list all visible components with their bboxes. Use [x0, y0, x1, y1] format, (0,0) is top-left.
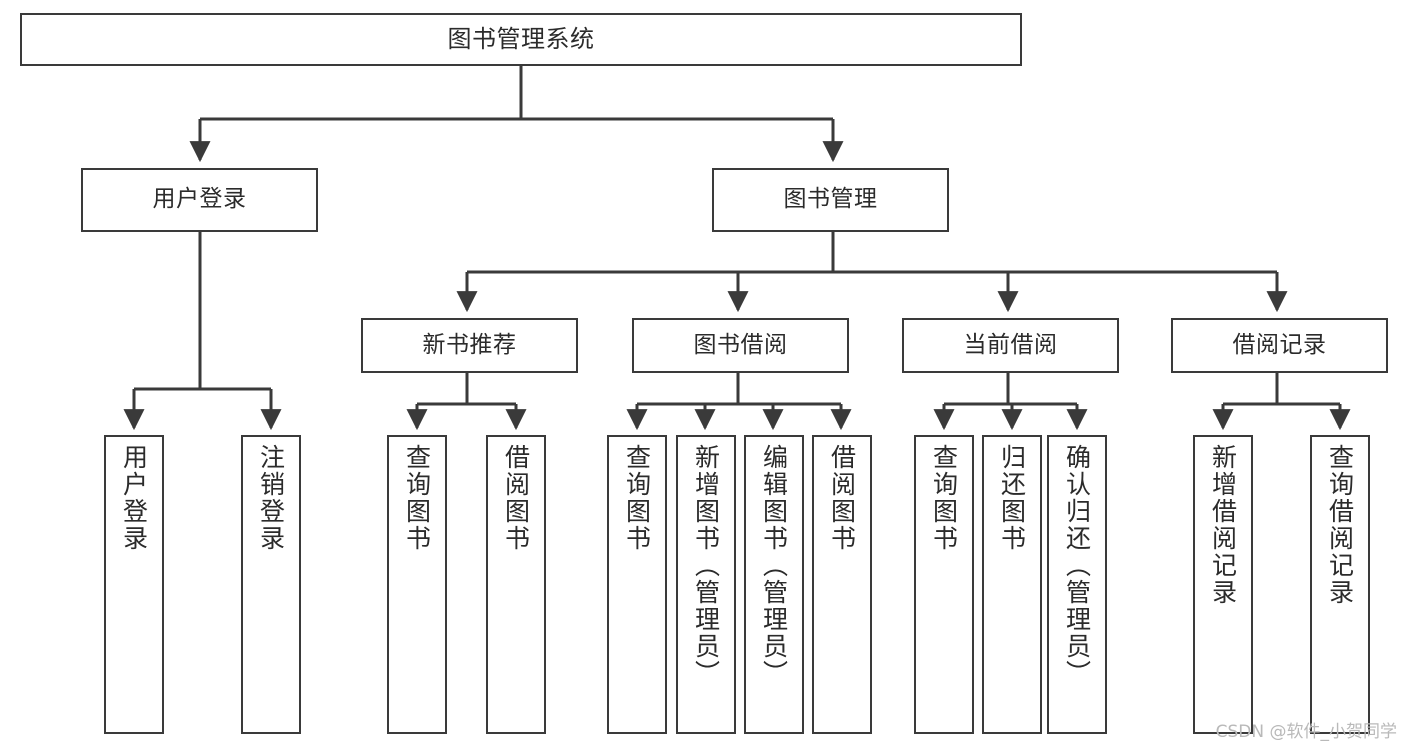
- node-borrow-record[interactable]: 借阅记录: [1171, 318, 1388, 373]
- leaf-user-login-logout[interactable]: 注销登录: [241, 435, 301, 734]
- node-label: 编辑图书（管理员）: [759, 444, 789, 687]
- csdn-watermark: CSDN @软件_小贺同学: [1215, 722, 1397, 742]
- leaf-book-borrow-borrow-book[interactable]: 借阅图书: [812, 435, 872, 734]
- node-label: 注销登录: [256, 444, 286, 552]
- node-label: 图书借阅: [693, 331, 788, 358]
- node-label: 新书推荐: [422, 331, 517, 358]
- leaf-current-borrow-confirm-return-admin[interactable]: 确认归还（管理员）: [1047, 435, 1107, 734]
- leaf-current-borrow-return-book[interactable]: 归还图书: [982, 435, 1042, 734]
- leaf-book-borrow-edit-book-admin[interactable]: 编辑图书（管理员）: [744, 435, 804, 734]
- node-new-book-recommend[interactable]: 新书推荐: [361, 318, 578, 373]
- leaf-current-borrow-query-book[interactable]: 查询图书: [914, 435, 974, 734]
- node-label: 用户登录: [152, 186, 247, 213]
- node-label: 查询图书: [929, 444, 959, 552]
- node-label: 借阅图书: [501, 444, 531, 552]
- node-label: 图书管理: [783, 186, 878, 213]
- leaf-user-login-login[interactable]: 用户登录: [104, 435, 164, 734]
- leaf-book-borrow-add-book-admin[interactable]: 新增图书（管理员）: [676, 435, 736, 734]
- node-label: 新增图书（管理员）: [691, 444, 721, 687]
- leaf-borrow-record-add-record[interactable]: 新增借阅记录: [1193, 435, 1253, 734]
- leaf-book-borrow-query-book[interactable]: 查询图书: [607, 435, 667, 734]
- node-label: 归还图书: [997, 444, 1027, 552]
- leaf-new-book-query-book[interactable]: 查询图书: [387, 435, 447, 734]
- node-label: 查询借阅记录: [1325, 444, 1355, 606]
- node-label: 查询图书: [402, 444, 432, 552]
- node-book-management[interactable]: 图书管理: [712, 168, 949, 232]
- node-user-login[interactable]: 用户登录: [81, 168, 318, 232]
- node-label: 用户登录: [119, 444, 149, 552]
- node-root-book-management-system[interactable]: 图书管理系统: [20, 13, 1022, 66]
- leaf-new-book-borrow-book[interactable]: 借阅图书: [486, 435, 546, 734]
- leaf-borrow-record-query-record[interactable]: 查询借阅记录: [1310, 435, 1370, 734]
- node-label: 确认归还（管理员）: [1062, 444, 1092, 687]
- node-current-borrow[interactable]: 当前借阅: [902, 318, 1119, 373]
- node-label: 新增借阅记录: [1208, 444, 1238, 606]
- node-label: 当前借阅: [963, 331, 1058, 358]
- node-book-borrow[interactable]: 图书借阅: [632, 318, 849, 373]
- node-label: 图书管理系统: [447, 25, 595, 54]
- node-label: 借阅记录: [1232, 331, 1327, 358]
- node-label: 查询图书: [622, 444, 652, 552]
- node-label: 借阅图书: [827, 444, 857, 552]
